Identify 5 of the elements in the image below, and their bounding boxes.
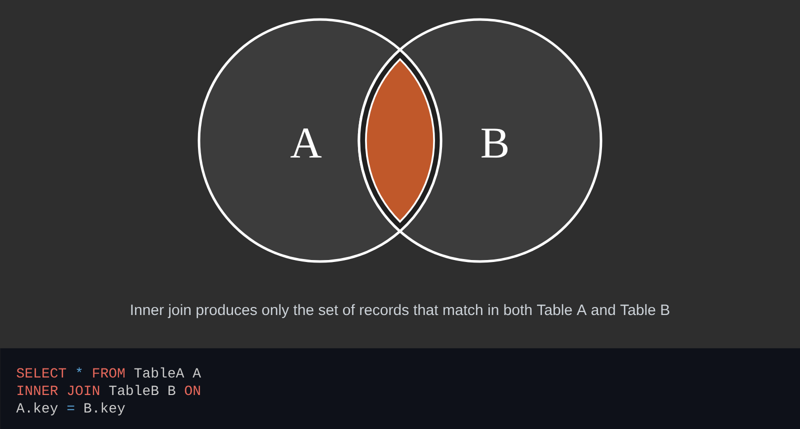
code-line: INNER JOIN TableB B ON	[18, 384, 200, 396]
intersection-lens	[358, 48, 442, 233]
caption: Inner join produces only the set of records that match in both Table A and Table B	[131, 304, 670, 318]
code-line: A.key = B.key	[16, 402, 125, 416]
code-line: SELECT * FROM TableA A	[16, 367, 202, 378]
